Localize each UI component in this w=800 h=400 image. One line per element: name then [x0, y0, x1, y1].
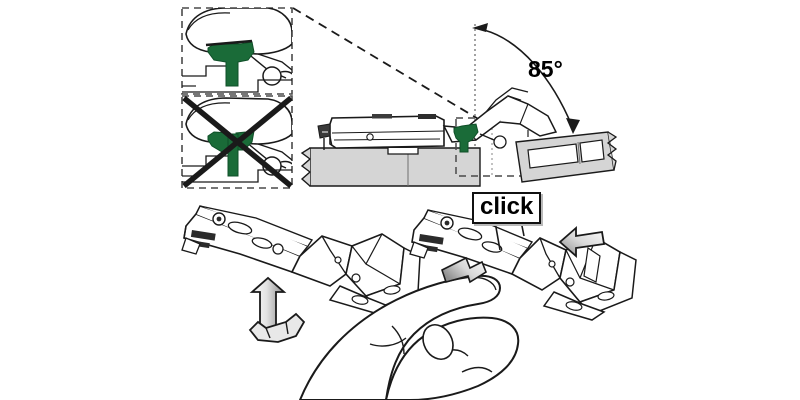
detail-incorrect-panel	[181, 95, 293, 189]
angle-label: 85°	[528, 56, 563, 82]
insert-direction-arrow	[249, 276, 287, 329]
hand-illustration	[298, 274, 520, 400]
cross-section-view	[300, 87, 618, 187]
detail-correct-panel	[181, 7, 293, 95]
thumb-push-arrow	[441, 256, 487, 284]
incorrect-x-mark	[182, 95, 293, 189]
detail-leader-line	[292, 7, 491, 127]
press-direction-arrow	[558, 226, 606, 258]
angle-indicator	[472, 23, 580, 148]
click-callout-label: click	[472, 192, 542, 224]
bottom-left-view	[181, 205, 421, 343]
bottom-right-view	[298, 209, 637, 400]
